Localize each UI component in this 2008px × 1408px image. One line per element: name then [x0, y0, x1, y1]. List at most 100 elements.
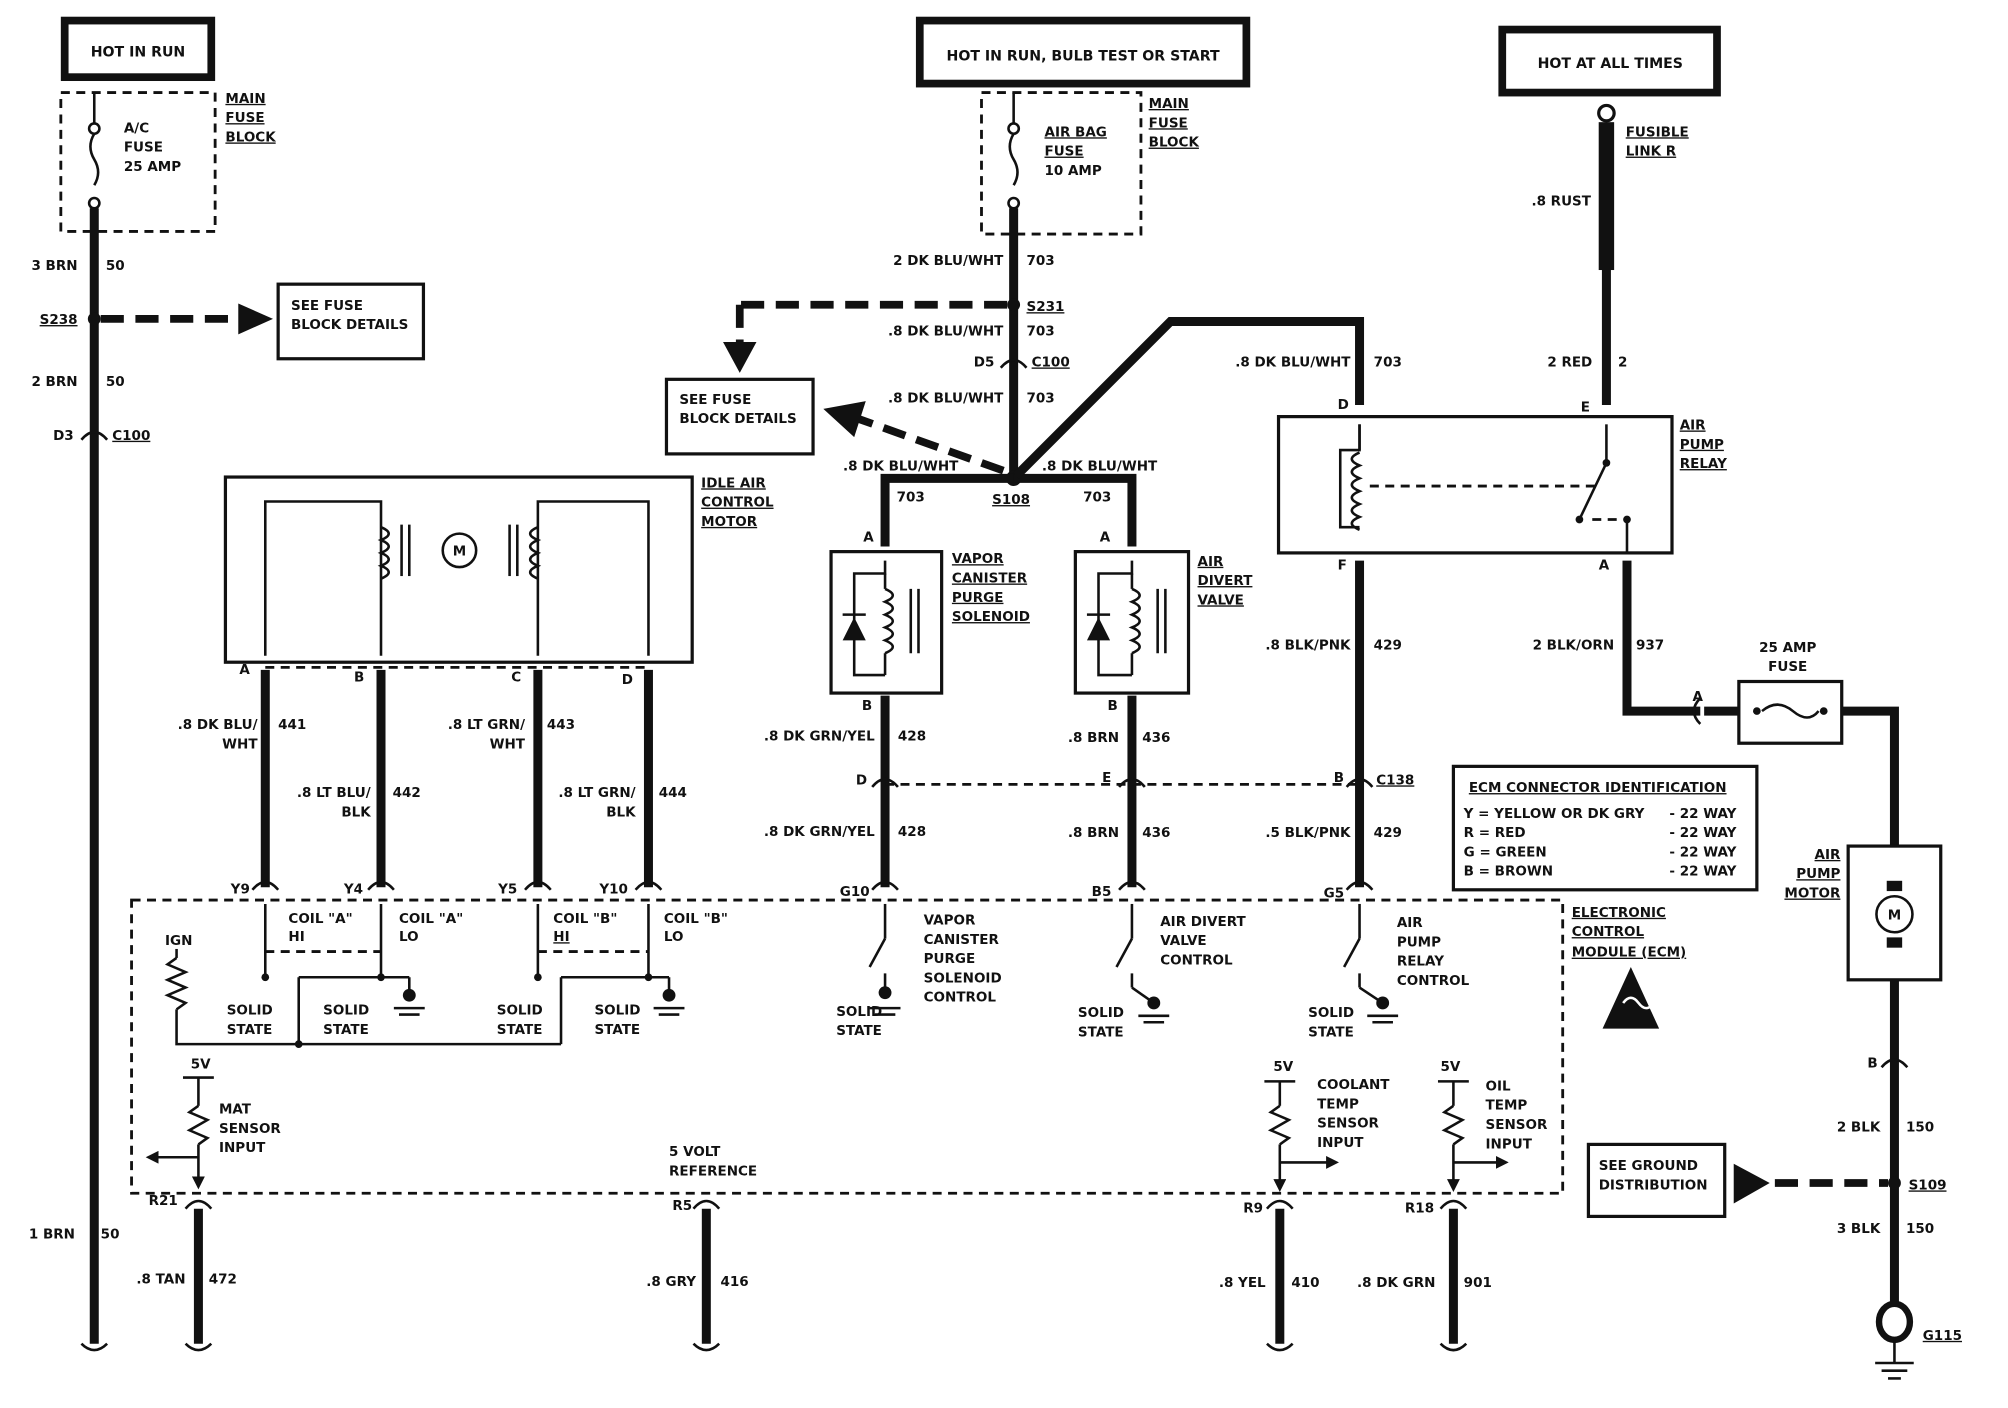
svg-text:A: A [863, 529, 874, 545]
svg-text:- 22 WAY: - 22 WAY [1669, 864, 1736, 880]
svg-text:SOLID: SOLID [323, 1003, 369, 1019]
svg-text:HI: HI [288, 929, 304, 945]
svg-text:TEMP: TEMP [1317, 1096, 1359, 1112]
see-fuse-block-details-center: SEE FUSE BLOCK DETAILS [664, 300, 1008, 475]
svg-text:AIR: AIR [1397, 915, 1423, 931]
svg-text:S238: S238 [40, 312, 78, 328]
svg-text:2 BRN: 2 BRN [31, 374, 77, 390]
svg-text:703: 703 [897, 489, 925, 505]
svg-text:DIVERT: DIVERT [1198, 573, 1254, 589]
svg-text:M: M [453, 543, 466, 559]
svg-text:SOLENOID: SOLENOID [952, 609, 1030, 625]
svg-text:SOLID: SOLID [227, 1003, 273, 1019]
svg-text:703: 703 [1027, 253, 1055, 269]
svg-text:B: B [862, 698, 872, 714]
svg-text:Y4: Y4 [343, 882, 363, 898]
svg-text:WHT: WHT [490, 736, 526, 752]
svg-text:ECM CONNECTOR IDENTIFICATION: ECM CONNECTOR IDENTIFICATION [1469, 780, 1727, 796]
svg-text:Y5: Y5 [497, 882, 517, 898]
svg-text:.8 DK BLU/WHT: .8 DK BLU/WHT [1042, 459, 1158, 475]
svg-text:410: 410 [1291, 1275, 1319, 1291]
svg-text:.8 LT GRN/: .8 LT GRN/ [448, 717, 525, 733]
svg-text:RELAY: RELAY [1680, 456, 1727, 472]
svg-text:HI: HI [553, 929, 569, 945]
svg-text:D: D [1338, 397, 1349, 413]
svg-text:AIR DIVERT: AIR DIVERT [1160, 914, 1246, 930]
svg-text:BLOCK DETAILS: BLOCK DETAILS [291, 317, 408, 333]
svg-text:AIR: AIR [1815, 847, 1841, 863]
svg-text:B = BROWN: B = BROWN [1464, 864, 1553, 880]
svg-text:5V: 5V [1441, 1059, 1461, 1075]
svg-text:472: 472 [209, 1271, 237, 1287]
svg-text:428: 428 [898, 824, 926, 840]
svg-text:3 BLK: 3 BLK [1837, 1221, 1881, 1237]
svg-text:SEE FUSE: SEE FUSE [291, 298, 363, 314]
svg-text:D: D [622, 672, 633, 688]
svg-text:150: 150 [1906, 1221, 1934, 1237]
svg-text:.8 DK BLU/WHT: .8 DK BLU/WHT [888, 390, 1004, 406]
svg-text:AIR: AIR [1198, 554, 1224, 570]
feed-wire-ac: 3 BRN 50 S238 2 BRN 50 D3 C100 1 BRN 50 [29, 208, 150, 1344]
ecm-module: ELECTRONIC CONTROL MODULE (ECM) [130, 898, 1686, 1195]
svg-text:PUMP: PUMP [1680, 437, 1724, 453]
svg-text:- 22 WAY: - 22 WAY [1669, 844, 1736, 860]
svg-text:A: A [1100, 529, 1111, 545]
svg-text:.8 LT GRN/: .8 LT GRN/ [558, 785, 635, 801]
svg-text:2 BLK/ORN: 2 BLK/ORN [1533, 637, 1615, 653]
svg-text:SOLENOID: SOLENOID [924, 970, 1002, 986]
c138-connector: B C138 [871, 770, 1414, 788]
svg-text:2 BLK: 2 BLK [1837, 1120, 1881, 1136]
svg-text:INPUT: INPUT [1486, 1136, 1533, 1152]
svg-text:FUSIBLE: FUSIBLE [1626, 124, 1689, 140]
svg-text:937: 937 [1636, 637, 1664, 653]
svg-text:STATE: STATE [1078, 1024, 1124, 1040]
svg-text:703: 703 [1083, 489, 1111, 505]
svg-text:A: A [239, 662, 250, 678]
svg-text:HOT IN RUN, BULB TEST OR START: HOT IN RUN, BULB TEST OR START [947, 48, 1220, 64]
svg-text:G10: G10 [840, 884, 870, 900]
svg-text:B: B [1108, 698, 1118, 714]
svg-text:LINK R: LINK R [1626, 144, 1677, 160]
svg-text:.8 GRY: .8 GRY [646, 1274, 696, 1290]
svg-text:E: E [1102, 770, 1111, 786]
ecm-iac-drivers: COIL "A" HI COIL "A" LO COIL "B" HI COIL… [164, 903, 728, 1048]
power-box-hot-in-run-bulb: HOT IN RUN, BULB TEST OR START [915, 16, 1251, 88]
svg-text:COIL "A": COIL "A" [288, 911, 352, 927]
svg-text:FUSE: FUSE [1149, 115, 1188, 131]
svg-text:MAIN: MAIN [225, 91, 265, 107]
svg-text:MAIN: MAIN [1149, 96, 1189, 112]
svg-text:D5: D5 [974, 354, 995, 370]
svg-text:PURGE: PURGE [924, 951, 976, 967]
svg-text:.8 BRN: .8 BRN [1068, 730, 1119, 746]
svg-text:SOLID: SOLID [1078, 1005, 1124, 1021]
svg-text:CONTROL: CONTROL [1572, 924, 1645, 940]
svg-text:D: D [856, 772, 867, 788]
svg-text:SOLID: SOLID [594, 1003, 640, 1019]
svg-text:436: 436 [1142, 730, 1170, 746]
svg-text:.8 TAN: .8 TAN [136, 1271, 185, 1287]
svg-text:CONTROL: CONTROL [1160, 952, 1233, 968]
feed-wire-pump: 2 RED 2 [1547, 270, 1627, 406]
svg-text:.8 DK GRN/YEL: .8 DK GRN/YEL [764, 729, 875, 745]
svg-text:E: E [1581, 399, 1590, 415]
airbag-fuse: AIR BAG FUSE 10 AMP MAIN FUSE BLOCK [980, 91, 1199, 236]
svg-text:A: A [1693, 689, 1704, 705]
svg-text:.8 DK BLU/WHT: .8 DK BLU/WHT [1235, 354, 1351, 370]
svg-text:STATE: STATE [594, 1022, 640, 1038]
air-pump-motor: AIR PUMP MOTOR M B 2 BLK 150 S109 3 BLK … [1784, 844, 1946, 1338]
svg-text:ELECTRONIC: ELECTRONIC [1572, 905, 1666, 921]
svg-text:PUMP: PUMP [1796, 866, 1840, 882]
svg-text:PURGE: PURGE [952, 590, 1004, 606]
svg-text:429: 429 [1374, 637, 1402, 653]
svg-text:Y = YELLOW OR DK GRY: Y = YELLOW OR DK GRY [1463, 806, 1645, 822]
svg-text:2 RED: 2 RED [1547, 354, 1592, 370]
svg-text:.5 BLK/PNK: .5 BLK/PNK [1265, 825, 1351, 841]
svg-text:FUSE: FUSE [124, 140, 163, 156]
svg-text:G = GREEN: G = GREEN [1464, 844, 1547, 860]
svg-text:443: 443 [547, 717, 575, 733]
svg-text:B: B [1334, 770, 1344, 786]
svg-text:.8 DK BLU/WHT: .8 DK BLU/WHT [888, 324, 1004, 340]
svg-text:5 VOLT: 5 VOLT [669, 1144, 721, 1160]
vapor-canister-purge-solenoid: A VAPOR CANISTER PURGE SOLENOID B .8 DK … [764, 529, 1030, 888]
